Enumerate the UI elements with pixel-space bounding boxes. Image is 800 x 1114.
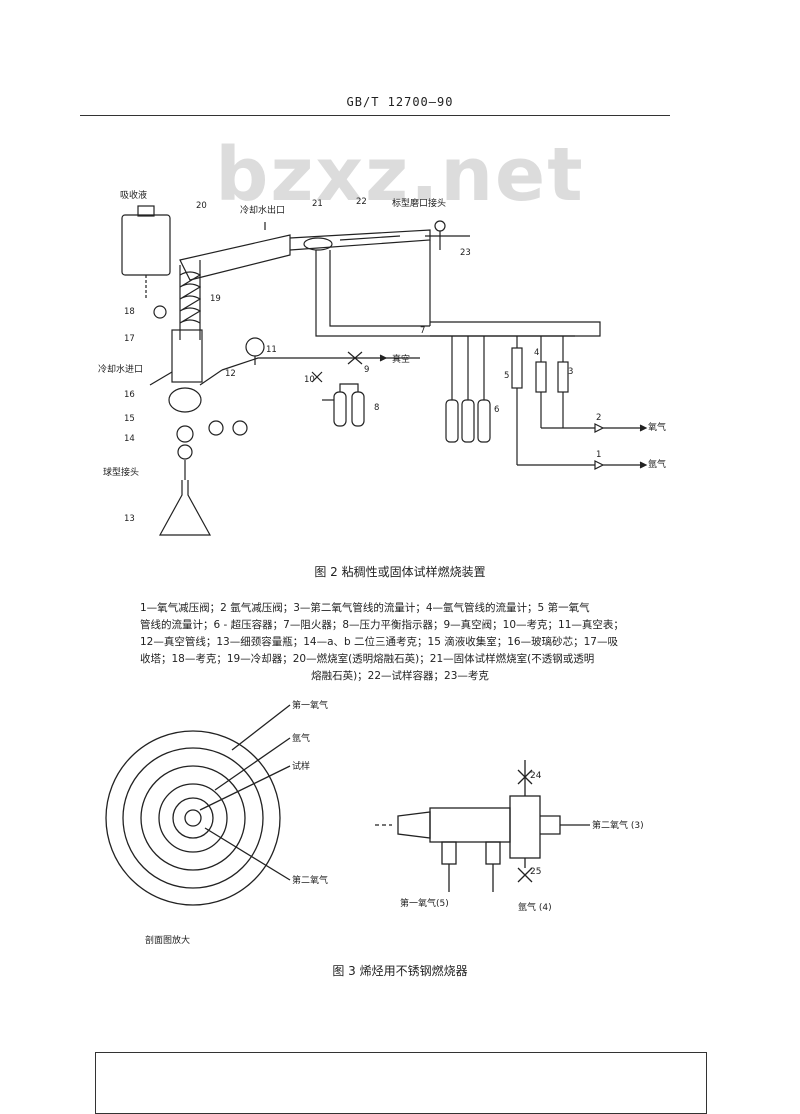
burner-outer-ring (105, 730, 281, 906)
combustion-chamber (179, 234, 291, 281)
flowmeter-3 (557, 361, 569, 393)
num-1: 1 (596, 450, 601, 460)
label-ball-joint: 球型接头 (103, 466, 139, 478)
overpressure-vessel-b (461, 399, 475, 443)
num-11: 11 (266, 345, 277, 355)
num-9: 9 (364, 365, 369, 375)
figure-2-caption: 图 2 粘稠性或固体试样燃烧装置 (314, 565, 486, 579)
figure-3-burner-diagram: 第一氧气 氩气 试样 第二氧气 24 25 第二氧气 (3) 第一氧气(5) 氩… (105, 699, 644, 946)
burner-nozzle (397, 811, 431, 839)
argon-inlet (485, 841, 501, 865)
gas-line-main (315, 250, 575, 337)
legend-line: 收塔；18—考克；19—冷却器；20—燃烧室(透明熔融石英)；21—固体试样燃烧… (140, 653, 595, 665)
legend-line: 12—真空管线；13—细颈容量瓶；14—a、b 二位三通考克；15 滴液收集室；… (140, 636, 618, 648)
label-first-oxygen: 第一氧气 (292, 699, 328, 711)
num-16: 16 (124, 390, 135, 400)
label-sample: 试样 (292, 760, 310, 772)
pressure-indicator-a (333, 391, 347, 427)
flowmeter-5 (511, 347, 523, 389)
watermark: bzxz.net (215, 132, 585, 218)
label-second-oxygen-3: 第二氧气 (3) (592, 819, 644, 831)
valve-25 (517, 867, 533, 883)
figure-2-legend: 1—氧气减压阀；2 氩气减压阀；3—第二氧气管线的流量计；4—氩气管线的流量计；… (140, 600, 660, 685)
num-3: 3 (568, 367, 573, 377)
num-10: 10 (304, 375, 315, 385)
overpressure-vessel-a (445, 399, 459, 443)
reducing-valve-1 (594, 460, 605, 470)
burner-ring-4 (158, 783, 228, 853)
figure-3-caption: 图 3 烯烃用不锈钢燃烧器 (332, 964, 468, 978)
num-5: 5 (504, 371, 509, 381)
num-6: 6 (494, 405, 499, 415)
label-absorber: 吸收液 (120, 189, 147, 201)
volumetric-flask (158, 480, 212, 536)
label-cool-out: 冷却水出口 (240, 204, 285, 216)
vacuum-gauge (245, 337, 265, 357)
num-2: 2 (596, 413, 601, 423)
num-8: 8 (374, 403, 379, 413)
figure-2-apparatus-diagram: 吸收液 冷却水出口 标型磨口接头 冷却水进口 球型接头 真空 氧气 氩气 20 … (98, 189, 666, 536)
label-25: 25 (530, 867, 541, 877)
label-argon-4: 氩气 (4) (518, 901, 552, 913)
num-19: 19 (210, 294, 221, 304)
document-header: GB/T 12700—90 (346, 95, 454, 109)
label-second-oxygen: 第二氧气 (292, 874, 328, 886)
label-argon: 氩气 (648, 458, 666, 470)
burner-core (184, 809, 202, 827)
burner-body (429, 807, 511, 843)
absorber-bottle (121, 214, 171, 276)
header-rule (80, 115, 670, 116)
num-20: 20 (196, 201, 207, 211)
second-oxygen-inlet (540, 815, 561, 835)
label-ground-joint: 标型磨口接头 (392, 197, 446, 209)
absorber-bottle-neck (137, 205, 155, 217)
vacuum-valve-9 (347, 351, 363, 365)
pressure-indicator-b (351, 391, 365, 427)
section-label: 剖面图放大 (145, 934, 190, 946)
vacuum-line (221, 357, 420, 371)
footer-box (95, 1052, 707, 1114)
solid-sample-chamber (303, 237, 333, 251)
legend-line: 管线的流量计；6 - 超压容器；7—阻火器；8—压力平衡指示器；9—真空阀；10… (140, 619, 624, 631)
valve-18 (153, 305, 167, 319)
num-13: 13 (124, 514, 135, 524)
three-way-cock (176, 425, 194, 443)
first-oxygen-inlet (441, 841, 457, 865)
cooler-tube (179, 260, 201, 340)
collection-chamber (168, 387, 202, 413)
num-7: 7 (420, 326, 425, 336)
label-first-oxygen-5: 第一氧气(5) (400, 897, 449, 909)
label-oxygen: 氧气 (648, 421, 666, 433)
num-12: 12 (225, 369, 236, 379)
burner-ring-2 (122, 747, 264, 889)
reducing-valve-2 (594, 423, 605, 433)
label-cool-in: 冷却水进口 (98, 363, 143, 375)
label-24: 24 (530, 771, 542, 781)
num-18: 18 (124, 307, 135, 317)
num-21: 21 (312, 199, 323, 209)
label-argon: 氩气 (292, 732, 310, 744)
legend-line: 1—氧气减压阀；2 氩气减压阀；3—第二氧气管线的流量计；4—氩气管线的流量计；… (140, 602, 590, 614)
legend-line: 熔融石英)；22—试样容器；23—考克 (311, 670, 489, 682)
num-23: 23 (460, 248, 471, 258)
num-14: 14 (124, 434, 135, 444)
label-vacuum: 真空 (392, 353, 410, 365)
stopcock-23 (434, 220, 446, 232)
flowmeter-4 (535, 361, 547, 393)
burner-ring-5 (172, 797, 214, 839)
num-17: 17 (124, 334, 135, 344)
num-15: 15 (124, 414, 135, 424)
overpressure-vessel-c (477, 399, 491, 443)
num-4: 4 (534, 348, 539, 358)
sample-tube (289, 229, 431, 251)
burner-manifold (509, 795, 541, 859)
valve-24 (517, 769, 533, 785)
absorber-tower (171, 329, 203, 383)
num-22: 22 (356, 197, 367, 207)
cooler-coil (179, 271, 202, 324)
burner-ring-3 (140, 765, 246, 871)
